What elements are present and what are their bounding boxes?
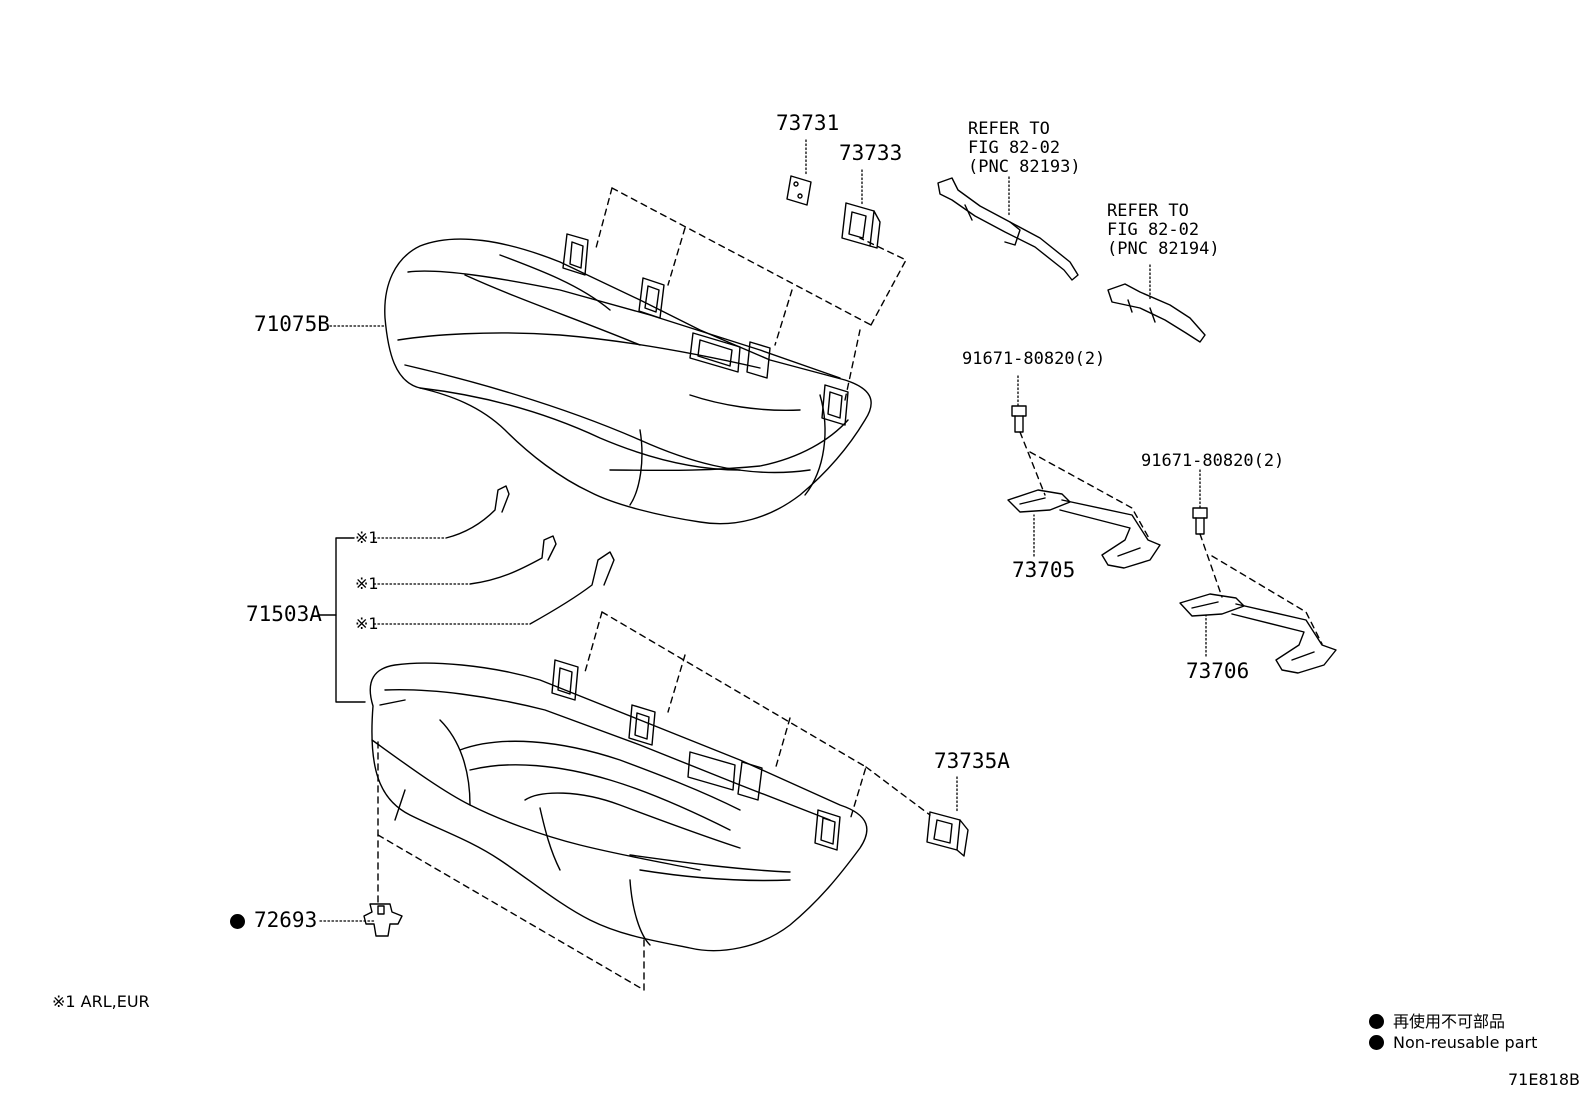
legend-dot-icon [1369,1014,1384,1029]
label-73735a: 73735A [934,749,1010,773]
note-1-b: ※1 [355,574,379,593]
heater-wires [445,485,615,625]
label-73731: 73731 [776,111,840,135]
non-reusable-dot-icon [230,914,245,929]
bracket-dashed-guides [1019,431,1323,645]
footnote: ※1 ARL,EUR [52,992,150,1011]
bracket-71503a [317,537,366,703]
label-71503a: 71503A [246,602,322,626]
legend-en-text: Non-reusable part [1393,1033,1538,1052]
label-73706: 73706 [1186,659,1250,683]
legend-dot-icon [1369,1035,1384,1050]
cushion-dashed-guides [377,611,931,991]
refer-82193-line3: (PNC 82193) [968,157,1081,177]
label-71075b: 71075B [254,312,330,336]
clip-73731-shape [786,175,812,206]
label-72693-text: 72693 [254,908,318,932]
clip-72693-shape [363,903,403,937]
refer-82193-line2: FIG 82-02 [968,138,1061,158]
seat-cushion-cover [369,659,868,952]
clip-73735a-shape [926,811,969,857]
figure-code: 71E818B [1508,1070,1580,1089]
seat-back-dashed-guides [595,187,907,401]
label-72693: 72693 [230,908,318,932]
refer-82194-line3: (PNC 82194) [1107,239,1220,259]
refer-to-82193: REFER TO FIG 82-02 (PNC 82193) [968,120,1081,177]
note-1-c: ※1 [355,614,379,633]
bracket-73705-shape [1007,489,1161,569]
label-73733: 73733 [839,141,903,165]
refer-82193-line1: REFER TO [968,119,1050,139]
bracket-73706-shape [1179,593,1337,674]
legend-jp: 再使用不可部品 [1369,1008,1505,1032]
clip-73733-shape [841,202,881,249]
legend-jp-text: 再使用不可部品 [1393,1012,1506,1031]
refer-82194-line1: REFER TO [1107,201,1189,221]
label-73705: 73705 [1012,558,1076,582]
refer-to-82194: REFER TO FIG 82-02 (PNC 82194) [1107,202,1220,259]
note-1-a: ※1 [355,528,379,547]
legend-en: Non-reusable part [1369,1033,1537,1052]
refer-82194-line2: FIG 82-02 [1107,220,1200,240]
label-bolt-91671-a: 91671-80820(2) [962,349,1106,369]
label-bolt-91671-b: 91671-80820(2) [1141,451,1285,471]
harness-82194 [1107,283,1206,343]
leader-lines [319,139,1207,922]
seat-back-cover [384,233,872,525]
harness-82193 [937,177,1079,281]
